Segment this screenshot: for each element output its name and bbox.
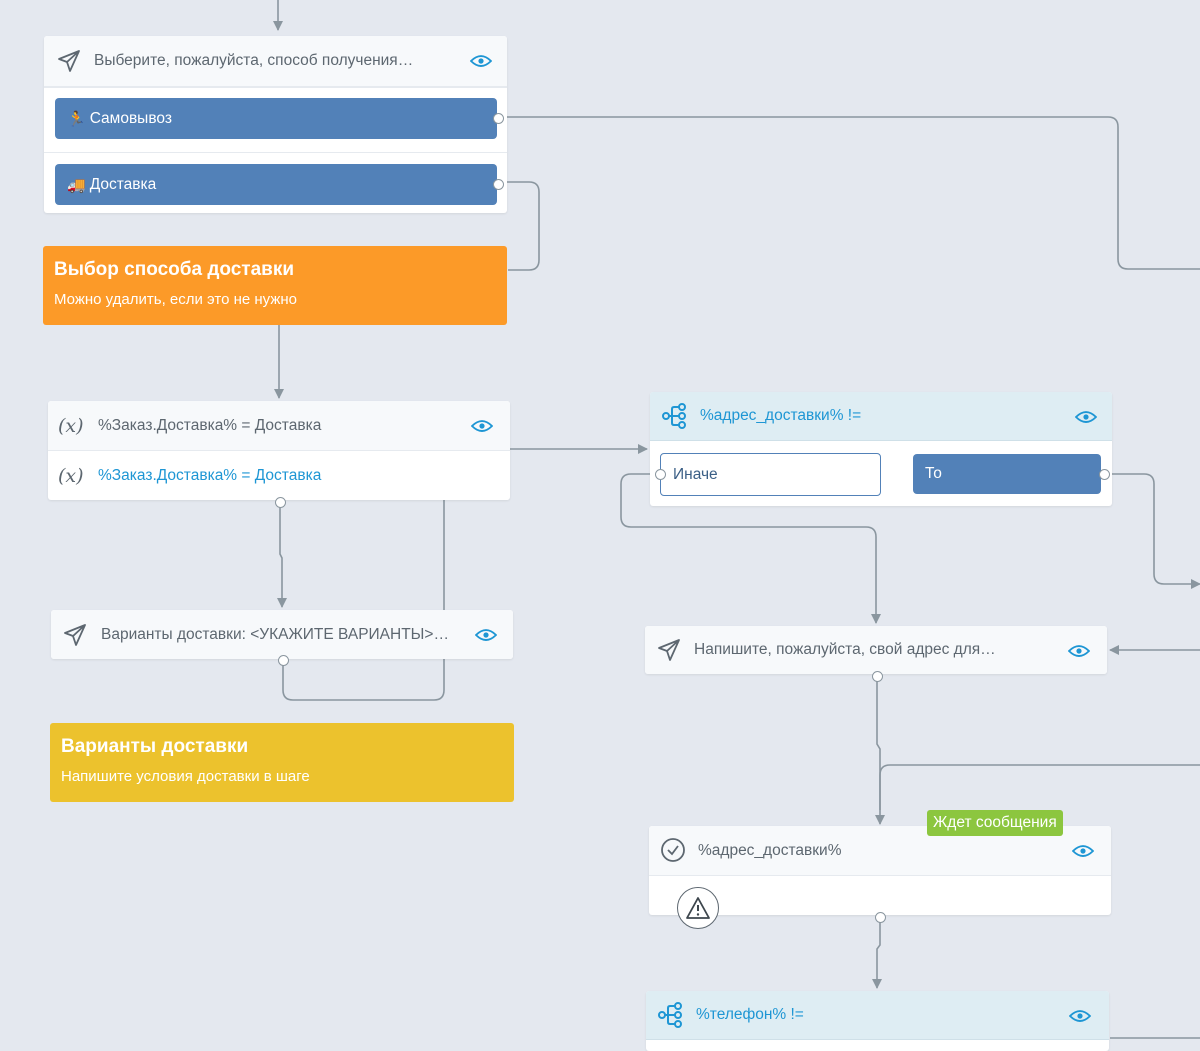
wire-then-right bbox=[1105, 473, 1200, 589]
else-label: Иначе bbox=[673, 465, 718, 483]
then-branch-button[interactable]: То bbox=[913, 454, 1101, 494]
delivery-options-note[interactable]: Варианты доставки Напишите условия доста… bbox=[50, 723, 514, 802]
condition-expression: %телефон% != bbox=[696, 1006, 804, 1023]
note-title: Выбор способа доставки bbox=[54, 259, 295, 280]
wire-feedback-right bbox=[879, 764, 1200, 810]
input-output-port[interactable] bbox=[875, 912, 886, 923]
wire-delivery-to-note bbox=[505, 181, 540, 271]
pickup-button-label: Самовывоз bbox=[89, 109, 172, 127]
options-output-port[interactable] bbox=[278, 655, 289, 666]
card-header: (x) %Заказ.Доставка% = Доставка bbox=[48, 401, 510, 451]
then-output-port[interactable] bbox=[1099, 469, 1110, 480]
variable-icon: (x) bbox=[58, 464, 84, 487]
card-header: %адрес_доставки% bbox=[649, 826, 1111, 876]
input-variable: %адрес_доставки% bbox=[698, 841, 842, 859]
send-message-icon bbox=[58, 50, 80, 72]
else-input-port[interactable] bbox=[655, 469, 666, 480]
delivery-method-message-card[interactable]: Выберите, пожалуйста, способ получения… … bbox=[44, 36, 507, 213]
message-text: Напишите, пожалуйста, свой адрес для… bbox=[694, 641, 996, 658]
button-row-delivery: 🚚 Доставка bbox=[44, 152, 507, 215]
wire-input-to-phone bbox=[872, 920, 882, 989]
delivery-button[interactable]: 🚚 Доставка bbox=[55, 164, 497, 205]
check-circle-icon bbox=[661, 838, 685, 862]
wire-pickup-exit bbox=[505, 116, 1200, 270]
request-output-port[interactable] bbox=[872, 671, 883, 682]
wire-options-loop bbox=[282, 500, 445, 701]
pickup-button[interactable]: 🏃 Самовывоз bbox=[55, 98, 497, 139]
card-header: Варианты доставки: <УКАЖИТЕ ВАРИАНТЫ>… bbox=[51, 610, 513, 659]
card-header: %адрес_доставки% != bbox=[650, 392, 1112, 441]
pickup-output-port[interactable] bbox=[493, 113, 504, 124]
delivery-choice-note[interactable]: Выбор способа доставки Можно удалить, ес… bbox=[43, 246, 507, 325]
runner-icon: 🏃 bbox=[67, 110, 86, 128]
truck-icon: 🚚 bbox=[67, 176, 86, 194]
then-label: То bbox=[925, 465, 942, 482]
message-text: Выберите, пожалуйста, способ получения… bbox=[94, 52, 414, 69]
eye-icon[interactable] bbox=[1068, 644, 1090, 658]
eye-icon[interactable] bbox=[471, 419, 493, 433]
send-message-icon bbox=[64, 624, 86, 646]
delivery-button-label: Доставка bbox=[89, 175, 157, 193]
condition-row: (x) %Заказ.Доставка% = Доставка bbox=[48, 451, 510, 500]
eye-icon[interactable] bbox=[475, 628, 497, 642]
card-header: %телефон% != bbox=[646, 991, 1109, 1040]
wire-variable-to-options bbox=[277, 503, 287, 608]
delivery-options-message-card[interactable]: Варианты доставки: <УКАЖИТЕ ВАРИАНТЫ>… bbox=[51, 610, 513, 666]
branch-icon bbox=[662, 403, 686, 429]
variable-output-port[interactable] bbox=[275, 497, 286, 508]
button-row-pickup: 🏃 Самовывоз bbox=[44, 87, 507, 152]
eye-icon[interactable] bbox=[1075, 410, 1097, 424]
variable-condition: %Заказ.Доставка% = Доставка bbox=[98, 466, 322, 484]
eye-icon[interactable] bbox=[1072, 844, 1094, 858]
variable-icon: (x) bbox=[58, 414, 84, 437]
phone-condition-card[interactable]: %телефон% != bbox=[646, 991, 1109, 1051]
note-title: Варианты доставки bbox=[61, 736, 249, 757]
note-subtitle: Можно удалить, если это не нужно bbox=[54, 291, 297, 308]
address-input-card[interactable]: %адрес_доставки% bbox=[649, 826, 1111, 923]
message-text: Варианты доставки: <УКАЖИТЕ ВАРИАНТЫ>… bbox=[101, 625, 449, 643]
branch-icon bbox=[658, 1002, 682, 1028]
else-branch-button[interactable]: Иначе bbox=[660, 453, 881, 496]
wire-else-to-request bbox=[620, 473, 881, 624]
address-condition-card[interactable]: %адрес_доставки% != Иначе То bbox=[650, 392, 1112, 506]
variable-assignment: %Заказ.Доставка% = Доставка bbox=[98, 416, 322, 434]
set-variable-card[interactable]: (x) %Заказ.Доставка% = Доставка (x) %Зак… bbox=[48, 401, 510, 508]
eye-icon[interactable] bbox=[1069, 1009, 1091, 1023]
warning-icon[interactable] bbox=[677, 887, 719, 929]
send-message-icon bbox=[658, 639, 680, 661]
delivery-output-port[interactable] bbox=[493, 179, 504, 190]
card-header: Выберите, пожалуйста, способ получения… bbox=[44, 36, 507, 87]
eye-icon[interactable] bbox=[470, 54, 492, 68]
card-header: Напишите, пожалуйста, свой адрес для… bbox=[645, 626, 1107, 674]
condition-expression: %адрес_доставки% != bbox=[700, 407, 862, 424]
status-badge: Ждет сообщения bbox=[927, 810, 1063, 836]
address-request-message-card[interactable]: Напишите, пожалуйста, свой адрес для… bbox=[645, 626, 1107, 682]
note-subtitle: Напишите условия доставки в шаге bbox=[61, 768, 310, 785]
